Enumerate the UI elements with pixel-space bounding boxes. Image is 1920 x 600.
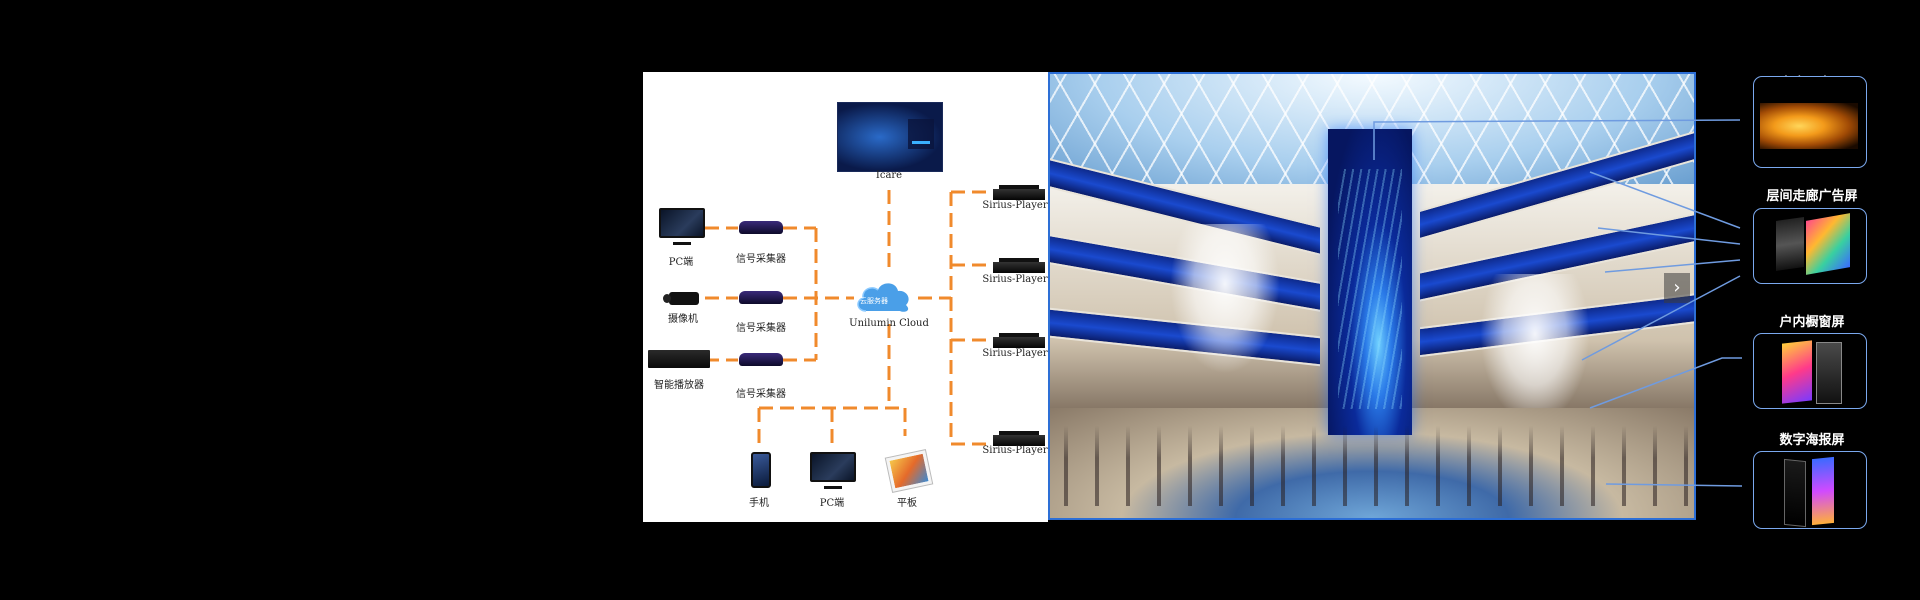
decor-tree (1480, 274, 1590, 424)
pc-monitor-icon (810, 452, 856, 489)
sirius-player-label: Sirius-Player (982, 348, 1048, 359)
screen-title: 层间走廊广告屏 (1766, 189, 1858, 204)
collector-label: 信号采集器 (736, 254, 786, 265)
sirius-player-icon (993, 258, 1045, 273)
topology-diagram: Icare 云服务器 Unilumin Cloud PC端 摄像机 智能播放器 … (643, 72, 1048, 522)
client-label: 手机 (749, 498, 769, 509)
signal-collector-icon (739, 291, 783, 304)
sirius-player-label: Sirius-Player (982, 274, 1048, 285)
client-label: PC端 (819, 498, 845, 509)
next-arrow-icon[interactable]: › (1664, 273, 1690, 303)
collector-label: 信号采集器 (736, 389, 786, 400)
poster-screen-thumbnail (1784, 458, 1806, 528)
sirius-player-label: Sirius-Player (982, 445, 1048, 456)
screen-card-corridor (1753, 208, 1867, 284)
screen-title: 户内橱窗屏 (1779, 315, 1845, 330)
pc-monitor-icon (659, 208, 705, 245)
phone-icon (751, 452, 771, 488)
sirius-player-icon (993, 431, 1045, 446)
login-panel-icon (908, 119, 934, 149)
smart-player-icon (648, 350, 710, 368)
atrium-screen-thumbnail (1760, 103, 1858, 149)
screen-card-atrium (1753, 76, 1867, 168)
cloud-label: Unilumin Cloud (849, 318, 929, 329)
input-device-label: PC端 (668, 257, 694, 268)
signal-collector-icon (739, 221, 783, 234)
collector-label: 信号采集器 (736, 323, 786, 334)
corridor-screen-thumbnail (1806, 213, 1850, 275)
crowd (1050, 426, 1694, 506)
signal-collector-icon (739, 353, 783, 366)
camera-icon (663, 292, 699, 305)
decor-tree (1170, 224, 1280, 374)
screen-card-window (1753, 333, 1867, 409)
sirius-player-icon (993, 333, 1045, 348)
corridor-screen-thumbnail (1776, 217, 1804, 271)
cloud-server-text: 云服务器 (860, 297, 888, 305)
sirius-player-label: Sirius-Player (982, 200, 1048, 211)
input-device-label: 摄像机 (668, 314, 698, 325)
icare-screenshot (837, 102, 943, 172)
screen-title: 数字海报屏 (1779, 433, 1845, 448)
mall-atrium-photo: › (1048, 72, 1696, 520)
sirius-player-icon (993, 185, 1045, 200)
window-screen-thumbnail (1782, 340, 1812, 404)
poster-screen-thumbnail (1812, 456, 1834, 526)
cloud-icon (857, 283, 909, 312)
input-device-label: 智能播放器 (654, 380, 704, 391)
client-label: 平板 (897, 498, 917, 509)
icare-label: Icare (875, 170, 903, 181)
connection-lines (705, 190, 990, 448)
central-led-tower (1328, 129, 1412, 435)
screen-card-poster (1753, 451, 1867, 529)
window-screen-thumbnail (1816, 342, 1842, 404)
